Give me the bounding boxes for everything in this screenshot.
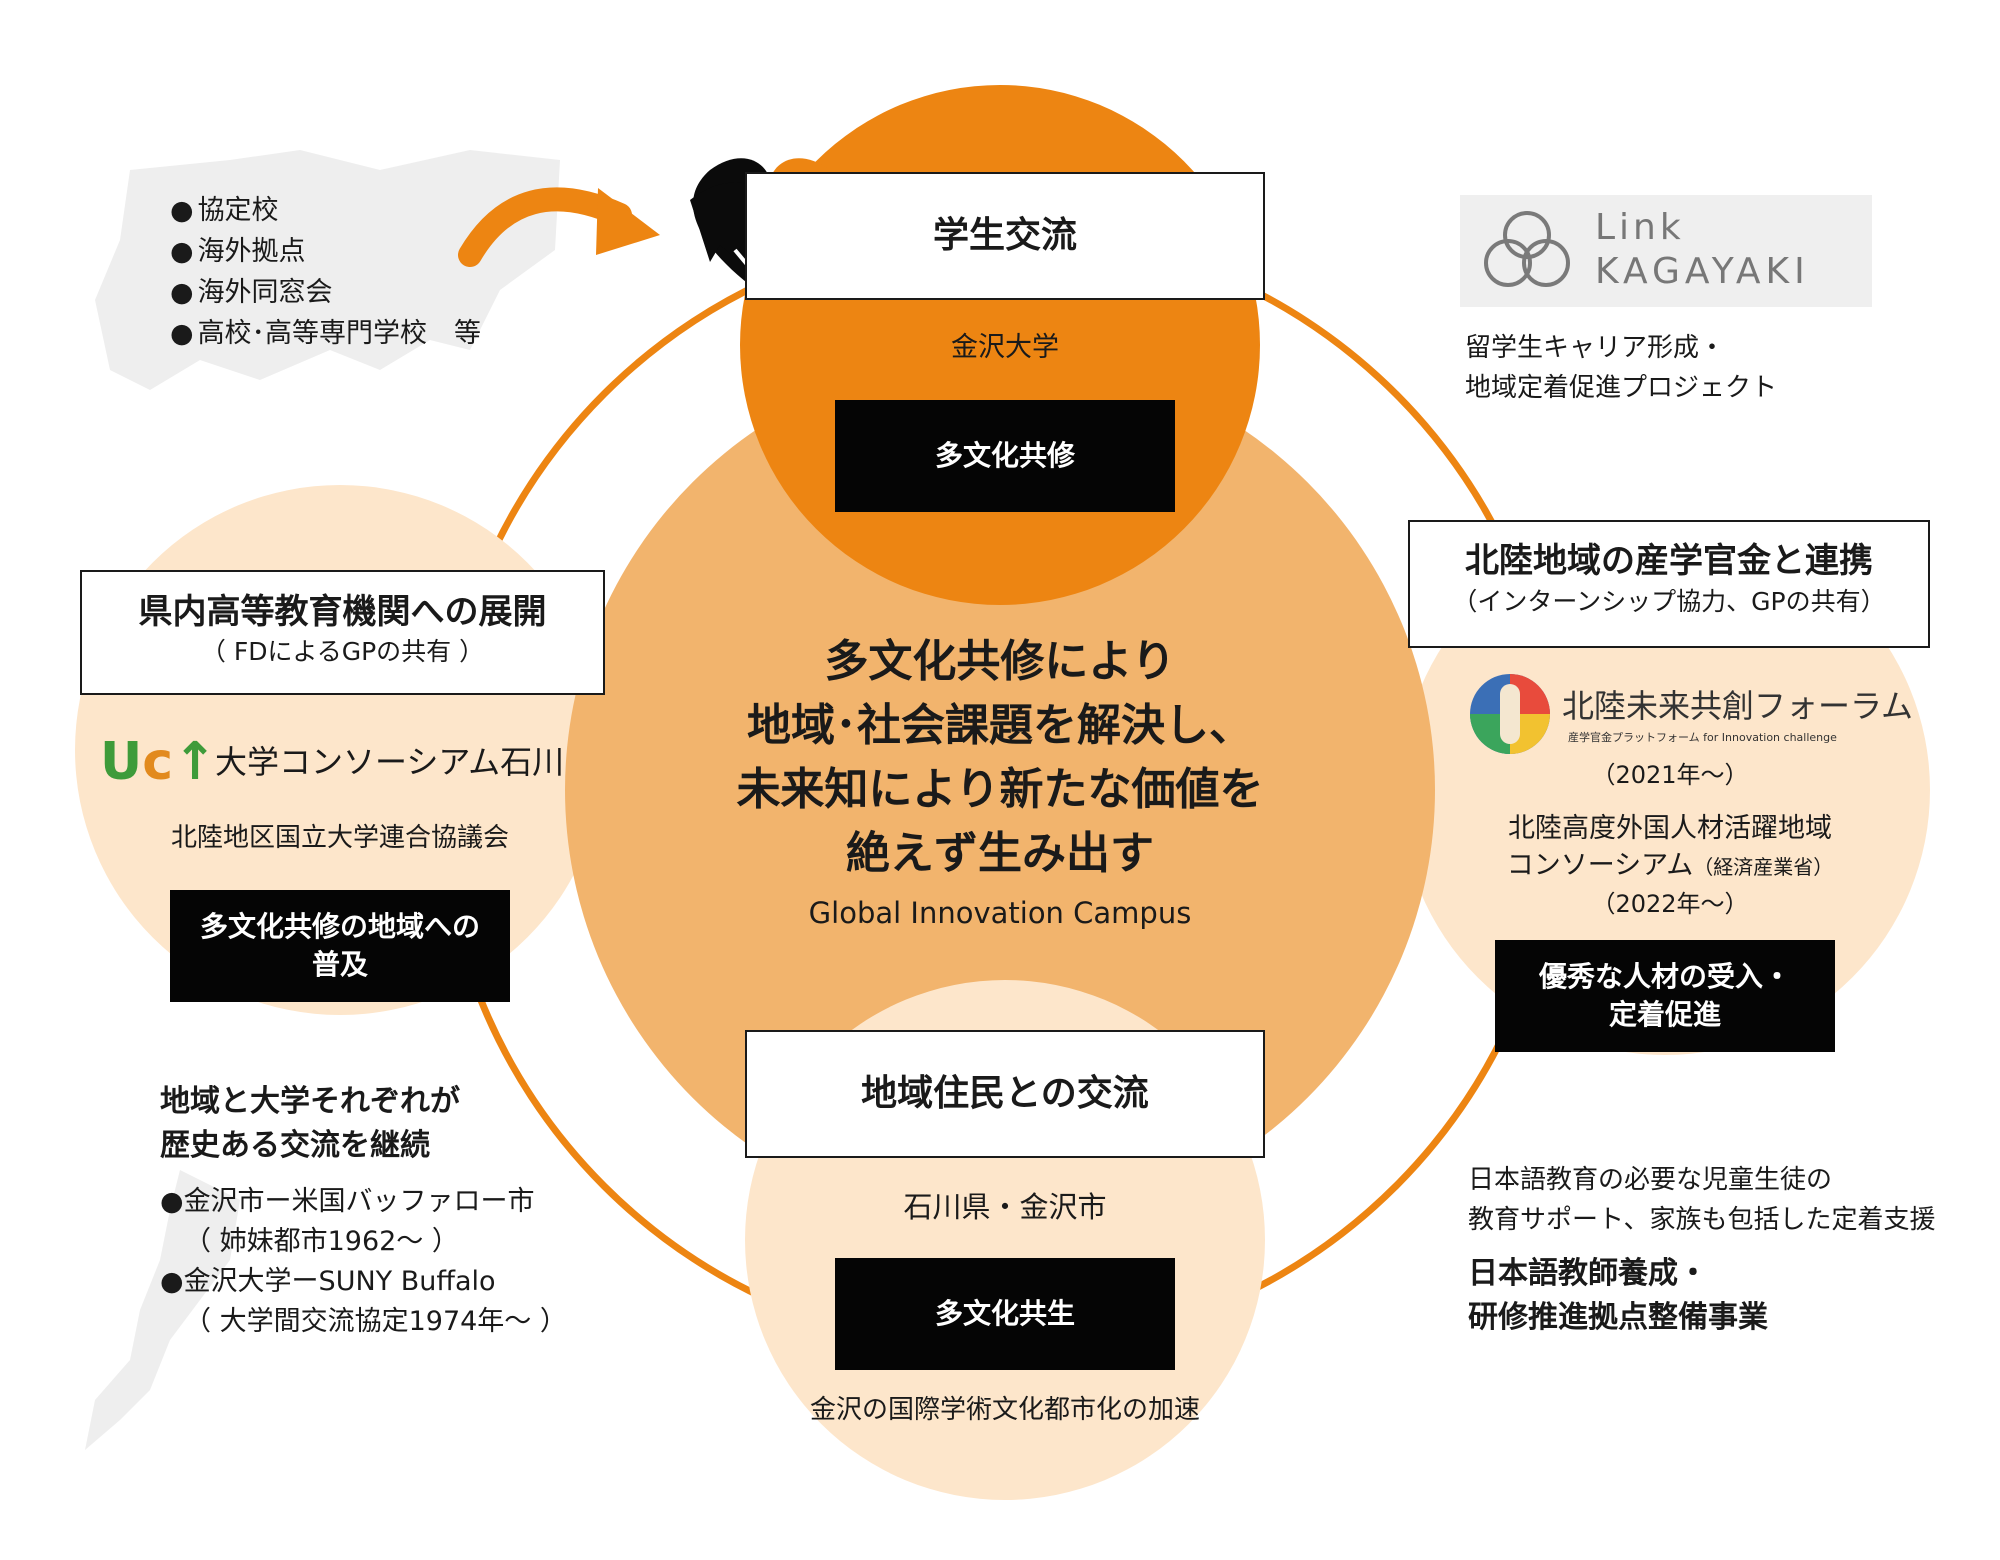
regional-spread-box: 多文化共修の地域への 普及 xyxy=(170,890,510,1002)
historic-exchange-list: ●金沢市ー米国バッファロー市 （ 姉妹都市1962～ ） ●金沢大学ーSUNY … xyxy=(160,1182,567,1342)
bullet-dot: ● xyxy=(160,1266,184,1297)
historic-exchange-item: ●金沢市ー米国バッファロー市 xyxy=(160,1182,567,1222)
link-kagayaki-desc-line: 留学生キャリア形成・ xyxy=(1465,333,1726,363)
resident-exchange-box: 地域住民との交流 xyxy=(745,1030,1265,1158)
forum-year: （2021年～） xyxy=(1591,761,1749,789)
consortium-description: 北陸高度外国人材活躍地域 コンソーシアム（経済産業省） （2022年～） xyxy=(1440,810,1900,923)
kanazawa-university-label: 金沢大学 xyxy=(951,332,1059,363)
hokuriku-collaboration-title: 北陸地域の産学官金と連携 xyxy=(1465,541,1873,581)
partner-list: 協定校 海外拠点 海外同窓会 高校･高等専門学校 等 xyxy=(170,190,482,354)
prefecture-expansion-title: 県内高等教育機関への展開 xyxy=(138,592,547,632)
kanazawa-acceleration-caption: 金沢の国際学術文化都市化の加速 xyxy=(809,1395,1200,1425)
consortium-line: 北陸高度外国人材活躍地域 xyxy=(1508,813,1832,844)
link-kagayaki-line1: Link xyxy=(1595,207,1685,248)
center-circle xyxy=(565,355,1435,1225)
consortium-ministry: （経済産業省） xyxy=(1693,855,1834,879)
historic-exchange-item-sub: （ 大学間交流協定1974年～ ） xyxy=(184,1306,567,1337)
right-circle xyxy=(1400,525,1930,1055)
multicultural-colearning-box: 多文化共修 xyxy=(835,400,1175,512)
regional-spread-line: 多文化共修の地域への xyxy=(199,910,480,943)
center-statement: 多文化共修により 地域･社会課題を解決し、 未来知により新たな価値を 絶えず生み… xyxy=(700,630,1300,886)
map-silhouette-bottom-left xyxy=(85,1170,240,1450)
link-kagayaki-logo: Link KAGAYAKI xyxy=(1460,195,1872,307)
historic-exchange-item: ●金沢大学ーSUNY Buffalo xyxy=(160,1262,567,1302)
center-line: 地域･社会課題を解決し、 xyxy=(747,700,1253,751)
hokuriku-collaboration-subtitle: （インターンシップ協力、GPの共有） xyxy=(1452,587,1886,616)
hokuriku-collaboration-box: 北陸地域の産学官金と連携 （インターンシップ協力、GPの共有） xyxy=(1408,520,1930,648)
link-kagayaki-description: 留学生キャリア形成・ 地域定着促進プロジェクト xyxy=(1465,328,1777,408)
prefecture-expansion-subtitle: （ FDによるGPの共有 ） xyxy=(200,637,485,666)
consortium-year: （2022年～） xyxy=(1591,890,1749,918)
uci-logo-i: ↑ xyxy=(173,732,217,792)
historic-exchange-heading-line: 地域と大学それぞれが xyxy=(160,1084,460,1119)
campus-name: Global Innovation Campus xyxy=(808,896,1192,930)
teacher-training-heading-line: 日本語教師養成・ xyxy=(1468,1256,1708,1291)
regional-spread-line: 普及 xyxy=(311,948,368,981)
uci-logo-c: c xyxy=(142,732,174,792)
multicultural-coexistence-box: 多文化共生 xyxy=(835,1258,1175,1370)
japanese-education-desc-line: 教育サポート、家族も包括した定着支援 xyxy=(1468,1205,1936,1235)
partner-item: 高校･高等専門学校 等 xyxy=(170,313,482,354)
center-line: 絶えず生み出す xyxy=(846,828,1154,879)
center-line: 未来知により新たな価値を xyxy=(736,764,1264,815)
partner-item: 海外拠点 xyxy=(170,231,481,272)
partner-item: 協定校 xyxy=(170,190,481,231)
link-kagayaki-desc-line: 地域定着促進プロジェクト xyxy=(1465,373,1778,403)
center-line: 多文化共修により xyxy=(824,636,1176,687)
prefecture-expansion-box: 県内高等教育機関への展開 （ FDによるGPの共有 ） xyxy=(80,570,605,695)
consortium-line-2: コンソーシアム（経済産業省） xyxy=(1440,847,1900,886)
student-exchange-box: 学生交流 xyxy=(745,172,1265,300)
link-kagayaki-line2: KAGAYAKI xyxy=(1595,251,1810,292)
curved-arrow-icon xyxy=(458,187,660,267)
historic-exchange-heading-line: 歴史ある交流を継続 xyxy=(160,1128,430,1163)
ishikawa-kanazawa-label: 石川県・金沢市 xyxy=(903,1190,1107,1224)
multicultural-colearning-label: 多文化共修 xyxy=(934,439,1075,472)
uci-logo-u: U xyxy=(100,732,143,792)
forum-logo-icon xyxy=(1470,674,1550,754)
talent-retention-box: 優秀な人材の受入・ 定着促進 xyxy=(1495,940,1835,1052)
teacher-training-heading-line: 研修推進拠点整備事業 xyxy=(1468,1300,1768,1335)
talent-retention-line: 優秀な人材の受入・ xyxy=(1538,960,1791,993)
consortium-name: コンソーシアム xyxy=(1506,850,1694,881)
resident-exchange-title: 地域住民との交流 xyxy=(861,1073,1149,1114)
knot-logo-icon xyxy=(1484,211,1570,287)
japanese-education-desc-line: 日本語教育の必要な児童生徒の xyxy=(1468,1165,1833,1195)
forum-name: 北陸未来共創フォーラム xyxy=(1562,687,1914,725)
historic-exchange-item-text: 金沢大学ーSUNY Buffalo xyxy=(183,1266,496,1297)
japanese-education-description: 日本語教育の必要な児童生徒の 教育サポート、家族も包括した定着支援 xyxy=(1468,1160,1935,1240)
teacher-training-heading: 日本語教師養成・ 研修推進拠点整備事業 xyxy=(1468,1252,1768,1340)
hokuriku-council: 北陸地区国立大学連合協議会 xyxy=(170,823,509,853)
talent-retention-line: 定着促進 xyxy=(1608,998,1721,1031)
student-exchange-title: 学生交流 xyxy=(932,215,1077,256)
consortium-ishikawa-name: 大学コンソーシアム石川 xyxy=(215,743,565,781)
historic-exchange-heading: 地域と大学それぞれが 歴史ある交流を継続 xyxy=(160,1080,460,1168)
historic-exchange-item-sub: （ 姉妹都市1962～ ） xyxy=(184,1226,459,1257)
uci-logo: Uc↑ xyxy=(100,732,217,792)
multicultural-coexistence-label: 多文化共生 xyxy=(934,1297,1075,1330)
bullet-dot: ● xyxy=(160,1186,184,1217)
historic-exchange-item-text: 金沢市ー米国バッファロー市 xyxy=(183,1186,535,1217)
forum-tagline: 産学官金プラットフォーム for Innovation challenge xyxy=(1568,731,1837,744)
partner-item: 海外同窓会 xyxy=(170,272,481,313)
